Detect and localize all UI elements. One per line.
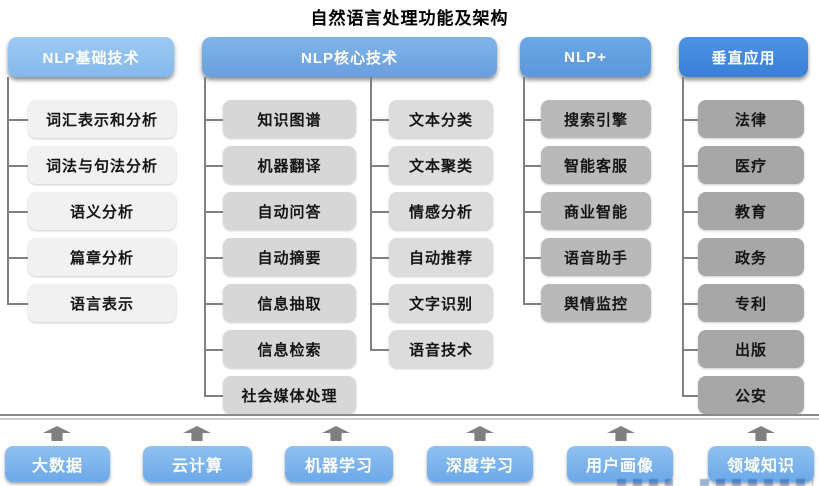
watermark-fragment xyxy=(700,479,813,486)
tree-node: 社会媒体处理 xyxy=(204,376,356,414)
tree-node: 教育 xyxy=(682,192,804,230)
foundation-box: 云计算 xyxy=(143,446,252,482)
connector-trunk xyxy=(523,77,525,304)
tree-node: 搜索引擎 xyxy=(523,100,651,138)
tree-node: 法律 xyxy=(682,100,804,138)
tree-node: 智能客服 xyxy=(523,146,651,184)
column-header-nlp-plus: NLP+ xyxy=(520,37,651,77)
watermark-fragment xyxy=(617,479,673,486)
up-arrow-icon xyxy=(183,426,211,441)
tree-node: 情感分析 xyxy=(370,192,493,230)
foundation-box: 机器学习 xyxy=(285,446,393,482)
tree-node: 专利 xyxy=(682,284,804,322)
up-arrow-icon xyxy=(322,426,350,441)
connector-trunk xyxy=(7,77,9,304)
tree-node: 文字识别 xyxy=(370,284,493,322)
up-arrow-icon xyxy=(466,426,494,441)
up-arrow-icon xyxy=(607,426,635,441)
foundation-box: 深度学习 xyxy=(427,446,533,482)
tree-node: 自动问答 xyxy=(204,192,356,230)
page-title: 自然语言处理功能及架构 xyxy=(310,9,509,28)
tree-node: 文本分类 xyxy=(370,100,493,138)
tree-node: 政务 xyxy=(682,238,804,276)
up-arrow-icon xyxy=(43,426,71,441)
tree-node: 知识图谱 xyxy=(204,100,356,138)
tree-node: 语音技术 xyxy=(370,330,493,368)
baseline-divider xyxy=(0,418,819,420)
tree-node: 机器翻译 xyxy=(204,146,356,184)
tree-node: 公安 xyxy=(682,376,804,414)
foundation-box: 领域知识 xyxy=(708,446,814,482)
tree-node: 信息抽取 xyxy=(204,284,356,322)
tree-node: 舆情监控 xyxy=(523,284,651,322)
connector-trunk xyxy=(682,77,684,396)
connector-trunk xyxy=(204,77,206,396)
tree-node: 篇章分析 xyxy=(7,238,176,276)
column-header-nlp-core: NLP核心技术 xyxy=(202,37,497,77)
tree-node: 医疗 xyxy=(682,146,804,184)
tree-node: 词法与句法分析 xyxy=(7,146,176,184)
tree-node: 语音助手 xyxy=(523,238,651,276)
tree-node: 语义分析 xyxy=(7,192,176,230)
baseline-divider xyxy=(0,414,819,416)
column-header-nlp-basic: NLP基础技术 xyxy=(8,37,174,77)
tree-node: 出版 xyxy=(682,330,804,368)
tree-node: 词汇表示和分析 xyxy=(7,100,176,138)
tree-node: 语言表示 xyxy=(7,284,176,322)
tree-node: 文本聚类 xyxy=(370,146,493,184)
connector-trunk xyxy=(370,77,372,350)
tree-node: 自动推荐 xyxy=(370,238,493,276)
tree-node: 信息检索 xyxy=(204,330,356,368)
foundation-box: 用户画像 xyxy=(567,446,673,482)
up-arrow-icon xyxy=(747,426,775,441)
foundation-box: 大数据 xyxy=(5,446,110,482)
tree-node: 商业智能 xyxy=(523,192,651,230)
tree-node: 自动摘要 xyxy=(204,238,356,276)
column-header-vertical-apps: 垂直应用 xyxy=(679,37,808,77)
